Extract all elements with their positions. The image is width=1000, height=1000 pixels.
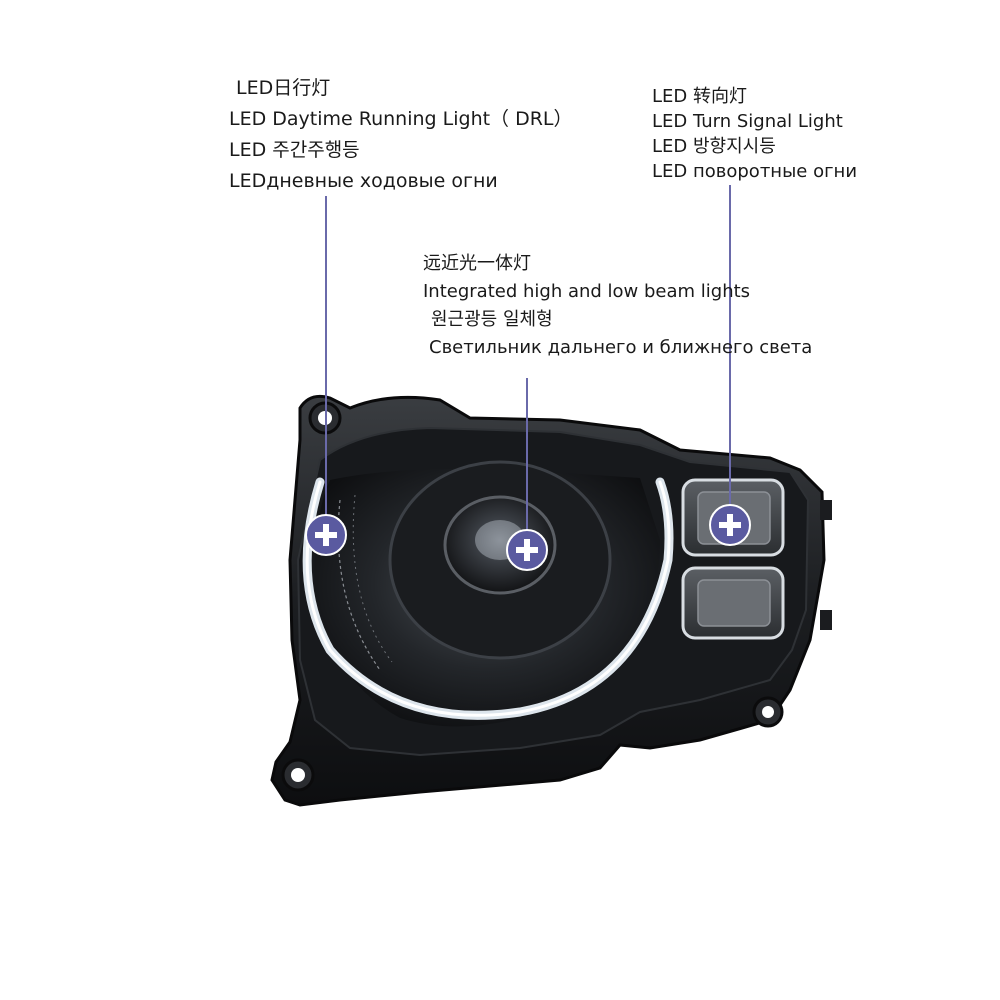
turn-label-ru: LED поворотные огни [652, 161, 858, 182]
beam-label-cn: 远近光一体灯 [423, 253, 531, 274]
beam-label-ru: Светильник дальнего и ближнего света [429, 337, 813, 358]
drl-label-en: LED Daytime Running Light（ DRL） [229, 108, 573, 130]
drl-callout: LED日行灯 LED Daytime Running Light（ DRL） L… [229, 73, 573, 197]
turn-label-en: LED Turn Signal Light [652, 111, 843, 132]
beam-label-en: Integrated high and low beam lights [423, 281, 751, 302]
plus-circle-icon[interactable] [709, 504, 751, 546]
turn-label-kr: LED 방향지시등 [652, 136, 776, 157]
drl-label-cn: LED日行灯 [236, 77, 331, 99]
plus-circle-icon[interactable] [506, 529, 548, 571]
drl-label-kr: LED 주간주행등 [229, 139, 360, 161]
turn-callout: LED 转向灯 LED Turn Signal Light LED 방향지시등 … [652, 84, 857, 184]
turn-label-cn: LED 转向灯 [652, 86, 747, 107]
projector-lens [388, 460, 612, 660]
pointer-lines [325, 185, 731, 535]
beam-label-kr: 원근광등 일체형 [431, 309, 553, 330]
plus-circle-icon[interactable] [305, 514, 347, 556]
beam-callout: 远近光一体灯 Integrated high and low beam ligh… [423, 250, 812, 362]
drl-label-ru: LEDдневные ходовые огни [229, 170, 498, 192]
